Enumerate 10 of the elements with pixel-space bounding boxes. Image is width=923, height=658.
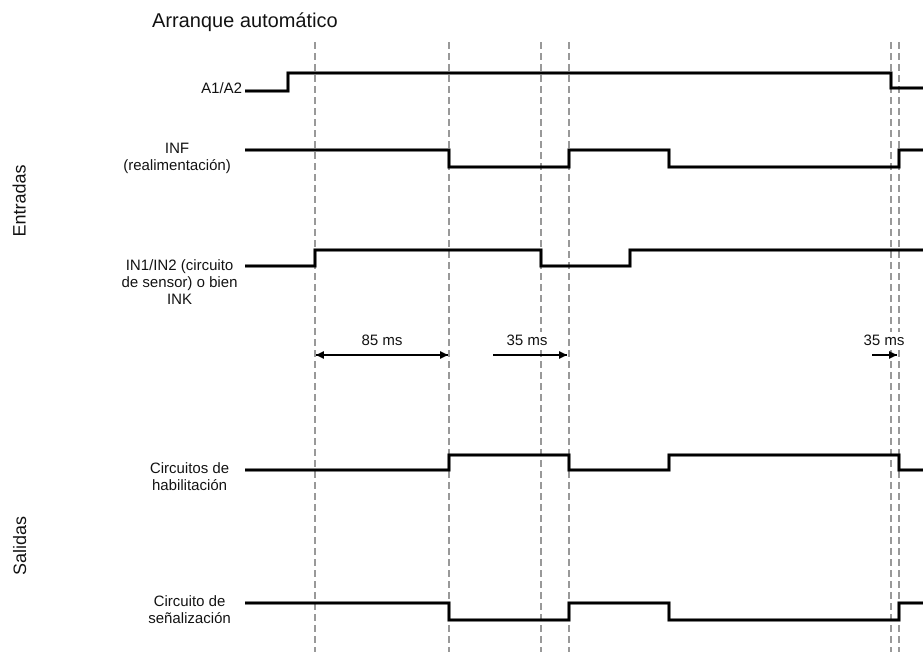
dimension-label: 35 ms — [862, 332, 906, 349]
signal-label: IN1/IN2 (circuito de sensor) o bien INK — [120, 257, 238, 308]
group-label: Salidas — [12, 515, 29, 575]
signal-label: INF (realimentación) — [122, 140, 232, 174]
diagram-title: Arranque automático — [152, 10, 338, 33]
group-label: Entradas — [12, 164, 29, 236]
signal-label: Circuito de señalización — [147, 593, 232, 627]
signal-label: Circuitos de habilitación — [148, 460, 230, 494]
dimension-label: 35 ms — [506, 332, 548, 349]
signal-label: A1/A2 — [200, 80, 242, 97]
